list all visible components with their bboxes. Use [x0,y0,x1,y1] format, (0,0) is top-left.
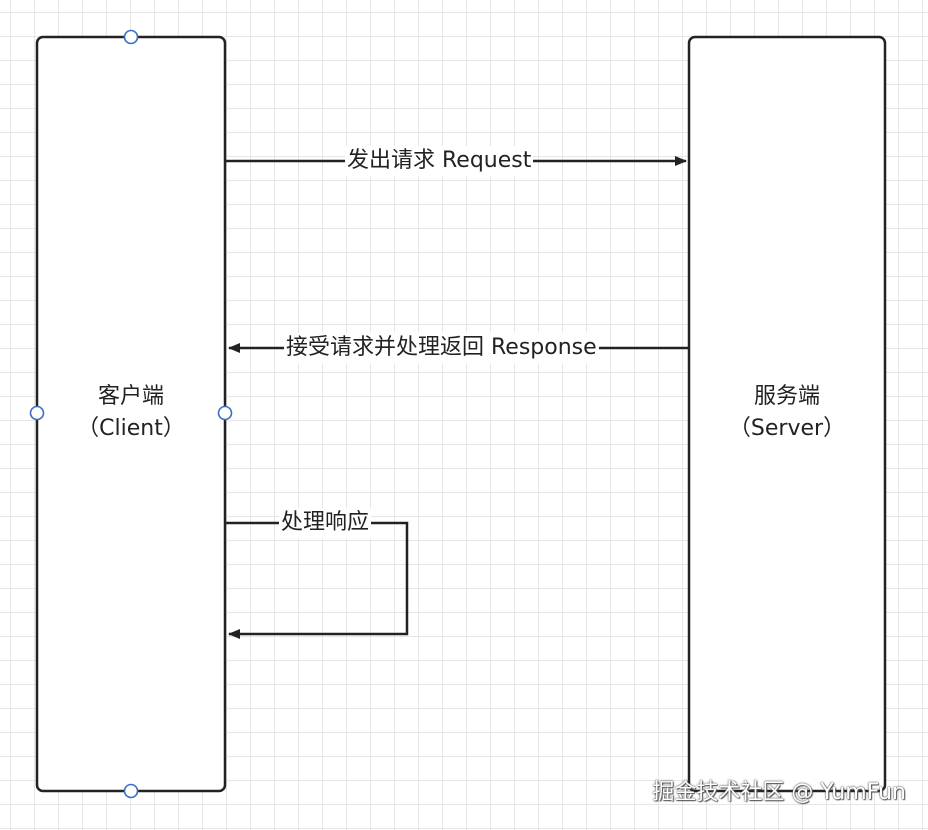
selection-handle-top[interactable] [123,29,139,45]
watermark: 掘金技术社区 @ YumFun [652,780,906,805]
server-box[interactable] [687,35,887,793]
handle-response-arrow[interactable] [226,521,409,639]
response-label: 接受请求并处理返回 Response [284,333,599,363]
selection-handle-right[interactable] [217,405,233,421]
client-label: 客户端 （Client） [37,381,225,445]
selection-handle-bottom[interactable] [123,783,139,799]
handle-response-label: 处理响应 [279,508,372,538]
server-name: 服务端 [753,384,820,409]
client-sub: （Client） [77,416,185,441]
server-label: 服务端 （Server） [689,381,885,445]
selection-handle-left[interactable] [29,405,45,421]
request-label: 发出请求 Request [345,146,534,176]
client-name: 客户端 [97,384,164,409]
server-sub: （Server） [728,416,846,441]
